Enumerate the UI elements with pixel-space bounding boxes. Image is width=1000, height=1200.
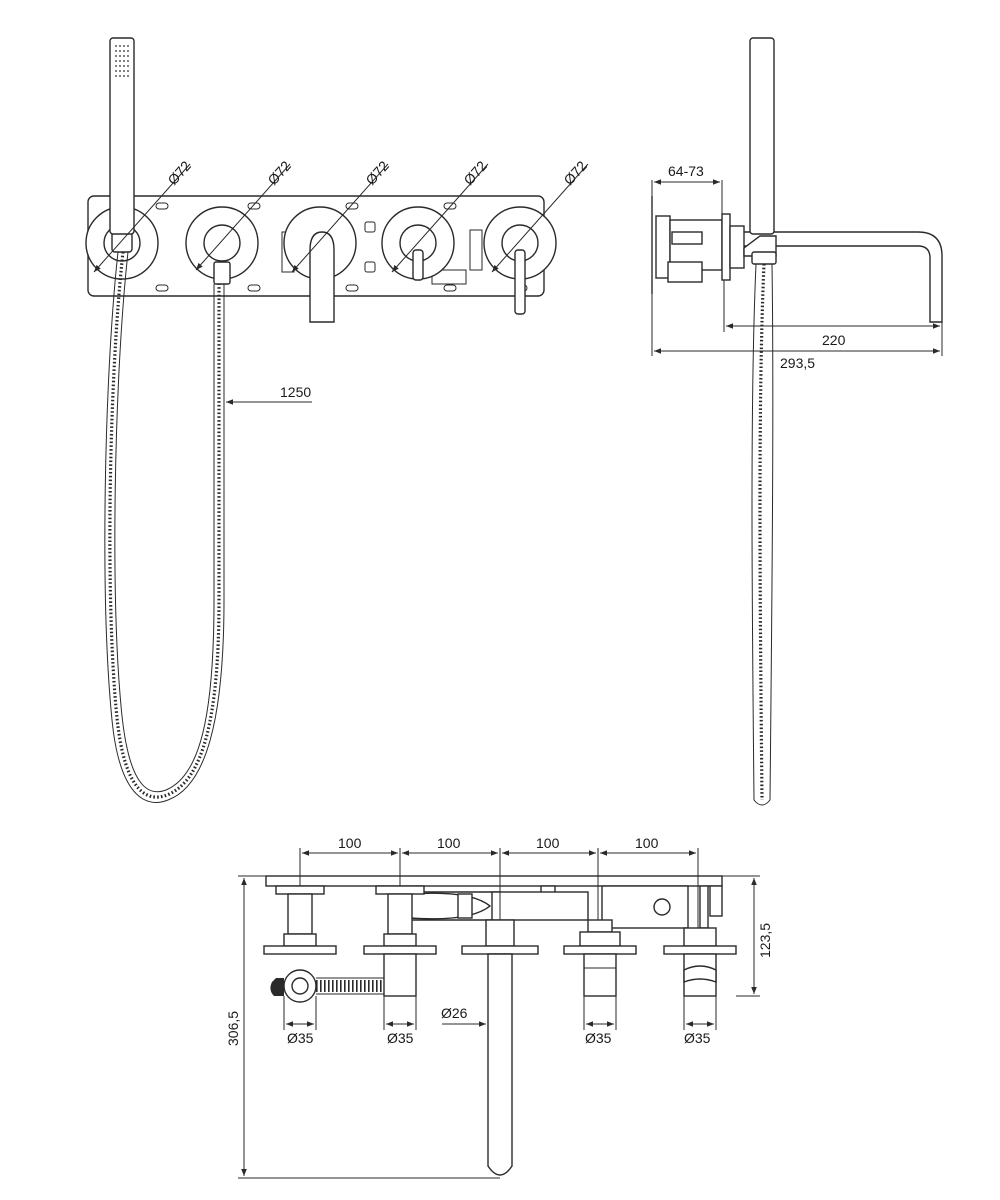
height-label: 123,5 bbox=[757, 923, 773, 958]
valve-2 bbox=[363, 885, 437, 997]
wall-depth-label: 64-73 bbox=[668, 163, 704, 179]
hand-shower-front bbox=[109, 37, 135, 235]
side-view: 64-73 220 293,5 bbox=[651, 37, 943, 806]
spacing-label-4: 100 bbox=[635, 835, 659, 851]
shower-hose-top bbox=[316, 977, 384, 995]
spout-top bbox=[461, 919, 539, 1176]
spacing-label-3: 100 bbox=[536, 835, 560, 851]
hose-length-label: 1250 bbox=[280, 384, 311, 400]
front-view: Ø72 Ø72 Ø72 Ø72 Ø72 1250 bbox=[85, 37, 590, 803]
wall-box bbox=[651, 196, 745, 294]
diameter-label-5: Ø72 bbox=[560, 157, 590, 188]
base-diameter-label-1: Ø35 bbox=[287, 1030, 314, 1046]
spacing-label-1: 100 bbox=[338, 835, 362, 851]
base-diameter-label-3: Ø35 bbox=[585, 1030, 612, 1046]
shower-hose-side bbox=[751, 263, 774, 806]
valve-5 bbox=[663, 927, 737, 997]
valve-4 bbox=[563, 919, 637, 997]
base-diameter-label-4: Ø35 bbox=[684, 1030, 711, 1046]
base-diameter-label-2: Ø35 bbox=[387, 1030, 414, 1046]
total-depth-label: 293,5 bbox=[780, 355, 815, 371]
valve-1 bbox=[263, 885, 337, 1003]
spout-reach-label: 220 bbox=[822, 332, 846, 348]
lever-handle-5 bbox=[514, 249, 526, 315]
diameter-label-3: Ø72 bbox=[362, 157, 392, 188]
diameter-label-4: Ø72 bbox=[460, 157, 490, 188]
hand-shower-side bbox=[749, 37, 775, 235]
top-plate bbox=[265, 875, 723, 887]
diameter-leaders bbox=[93, 163, 589, 273]
spout-diameter-label: Ø26 bbox=[441, 1005, 468, 1021]
spacing-extension-lines bbox=[299, 848, 699, 928]
top-view: 100 100 100 100 123,5 306,5 Ø35 Ø35 bbox=[225, 835, 773, 1179]
lever-handle-4 bbox=[412, 249, 424, 281]
total-length-label: 306,5 bbox=[225, 1011, 241, 1046]
diameter-label-1: Ø72 bbox=[164, 157, 194, 188]
spacing-label-2: 100 bbox=[437, 835, 461, 851]
base-diameter-extension-lines bbox=[283, 996, 717, 1030]
spout-front bbox=[309, 231, 335, 323]
diameter-label-2: Ø72 bbox=[264, 157, 294, 188]
hose-connector bbox=[213, 261, 231, 285]
shower-hose-front bbox=[104, 251, 225, 803]
